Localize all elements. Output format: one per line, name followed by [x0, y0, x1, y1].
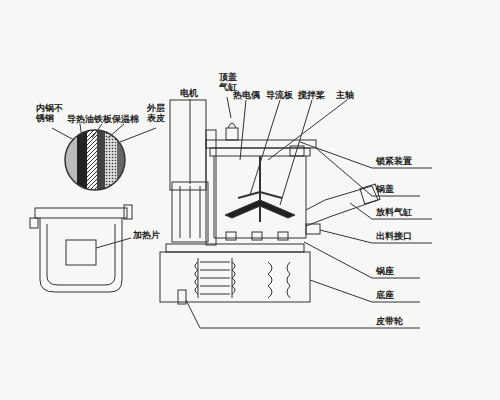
part-label: 铁板	[94, 114, 112, 124]
part-label: 出料接口	[376, 231, 412, 241]
part-label: 导热油	[67, 114, 94, 124]
part-label: 电机	[180, 88, 198, 98]
part-label: 加热片	[133, 230, 160, 240]
part-label: 主轴	[336, 90, 354, 100]
part-label: 皮带轮	[376, 316, 403, 326]
part-label: 锅盖	[376, 184, 394, 194]
part-label: 保温棉	[112, 114, 139, 124]
part-label: 锁紧装置	[376, 156, 412, 166]
part-label: 外层表皮	[147, 103, 167, 124]
part-label: 内锅不锈钢	[36, 103, 65, 124]
part-label: 放料气缸	[376, 207, 412, 217]
part-label: 导流板	[266, 90, 293, 100]
part-label: 锅座	[376, 266, 394, 276]
part-label: 底座	[376, 290, 394, 300]
part-label: 热电偶	[233, 90, 260, 100]
part-label: 顶盖气缸	[219, 72, 239, 93]
part-label: 搅拌桨	[298, 90, 325, 100]
